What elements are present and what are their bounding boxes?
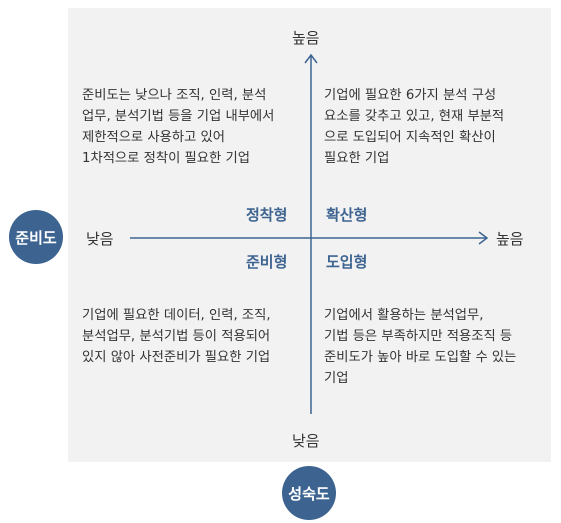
description-line: 준비도가 높아 바로 도입할 수 있는 bbox=[324, 350, 517, 365]
x-axis-low-label: 낮음 bbox=[86, 230, 114, 248]
y-axis-arrowhead bbox=[304, 53, 318, 64]
description-line: 업무, 분석기법 등을 기업 내부에서 bbox=[82, 109, 275, 124]
description-line: 으로 도입되어 지속적인 확산이 bbox=[324, 130, 496, 145]
description-line: 분석업무, 분석기법 등이 적용되어 bbox=[82, 329, 271, 344]
x-axis-title-badge: 준비도 bbox=[9, 210, 63, 264]
description-line: 제한적으로 사용하고 있어 bbox=[82, 130, 226, 145]
quadrant-name-bottom-left: 준비형 bbox=[246, 253, 288, 271]
description-line: 기법 등은 부족하지만 적용조직 등 bbox=[324, 329, 513, 344]
quadrant-name-top-right: 확산형 bbox=[326, 206, 368, 224]
description-line: 요소를 갖추고 있고, 현재 부분적 bbox=[324, 109, 505, 124]
y-axis-high-label: 높음 bbox=[292, 29, 320, 47]
description-line: 필요한 기업 bbox=[324, 151, 390, 166]
description-line: 기업 bbox=[324, 371, 349, 386]
description-line: 기업에 필요한 데이터, 인력, 조직, bbox=[82, 308, 271, 323]
y-axis-low-label: 낮음 bbox=[292, 432, 320, 450]
x-axis-high-label: 높음 bbox=[496, 230, 524, 248]
diagram-panel bbox=[68, 8, 551, 462]
quadrant-name-top-left: 정착형 bbox=[246, 206, 288, 224]
quadrant-description-bottom-right: 기업에서 활용하는 분석업무, 기법 등은 부족하지만 적용조직 등 준비도가 … bbox=[324, 305, 516, 389]
description-line: 준비도는 낮으나 조직, 인력, 분석 bbox=[82, 88, 267, 103]
description-line: 있지 않아 사전준비가 필요한 기업 bbox=[82, 350, 271, 365]
description-line: 기업에 필요한 6가지 분석 구성 bbox=[324, 88, 497, 103]
quadrant-description-bottom-left: 기업에 필요한 데이터, 인력, 조직, 분석업무, 분석기법 등이 적용되어 … bbox=[82, 305, 271, 368]
y-axis-title-badge: 성숙도 bbox=[282, 466, 336, 520]
quadrant-name-bottom-right: 도입형 bbox=[326, 253, 368, 271]
x-axis-arrowhead bbox=[478, 231, 489, 245]
description-line: 기업에서 활용하는 분석업무, bbox=[324, 308, 484, 323]
quadrant-description-top-left: 준비도는 낮으나 조직, 인력, 분석 업무, 분석기법 등을 기업 내부에서 … bbox=[82, 85, 274, 169]
description-line: 1차적으로 정착이 필요한 기업 bbox=[82, 151, 250, 166]
quadrant-description-top-right: 기업에 필요한 6가지 분석 구성 요소를 갖추고 있고, 현재 부분적 으로 … bbox=[324, 85, 504, 169]
